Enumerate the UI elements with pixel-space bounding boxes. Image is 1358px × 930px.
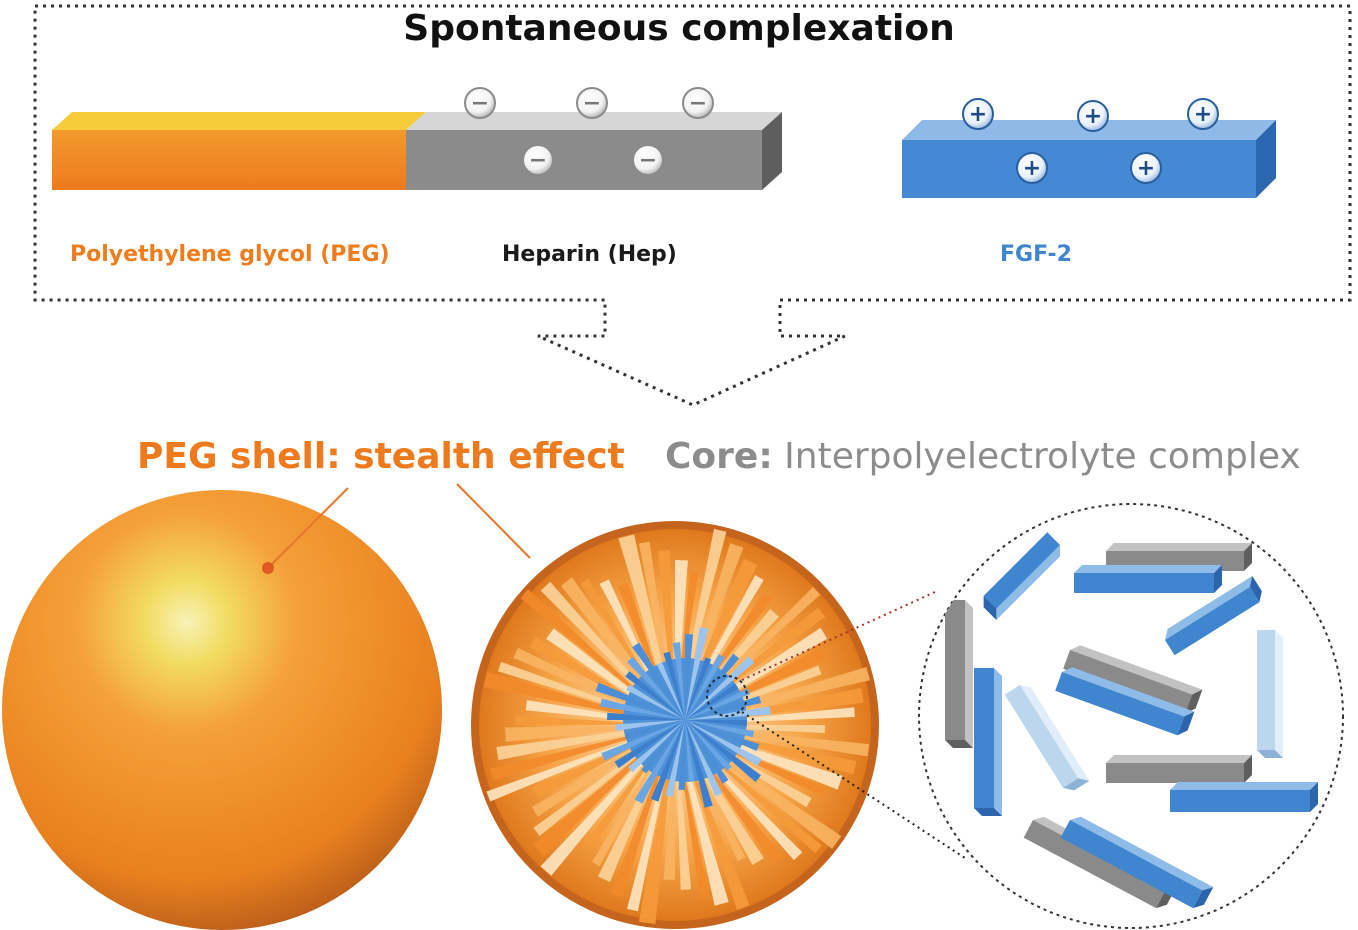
- diagram-title: Spontaneous complexation: [403, 8, 955, 49]
- peg-label: Polyethylene glycol (PEG): [70, 242, 390, 267]
- fgf2-charges: + + + + +: [962, 98, 1219, 184]
- peg-segment: [52, 130, 406, 190]
- fgf2-label: FGF-2: [1000, 242, 1072, 267]
- charge-icon: −: [632, 144, 664, 176]
- fgf2-rod: [1074, 565, 1222, 593]
- heparin-rod: [1106, 755, 1252, 783]
- fgf2-rod: [1165, 575, 1262, 656]
- charge-icon: +: [1187, 98, 1219, 130]
- charge-icon: −: [682, 87, 714, 119]
- fgf2-rod: [1055, 667, 1195, 736]
- fgf2-light-rod: [1004, 685, 1090, 791]
- svg-text:+: +: [1194, 102, 1212, 127]
- charge-icon: −: [576, 87, 608, 119]
- charge-icon: −: [522, 144, 554, 176]
- svg-text:−: −: [583, 91, 601, 116]
- heparin-label: Heparin (Hep): [502, 242, 677, 267]
- peg-heparin-rod: [52, 112, 782, 190]
- svg-text:+: +: [1023, 156, 1041, 181]
- fgf2-light-rod: [1257, 630, 1283, 758]
- core-description: Interpolyelectrolyte complex: [772, 436, 1301, 477]
- svg-text:−: −: [471, 91, 489, 116]
- charge-icon: +: [1077, 100, 1109, 132]
- heparin-rod: [945, 600, 973, 748]
- shell-pointer-line: [269, 487, 349, 567]
- fgf2-rod: [1060, 816, 1214, 909]
- peg-shell-label: PEG shell: stealth effect: [137, 436, 625, 477]
- fgf2-rod: [983, 532, 1060, 620]
- svg-text:−: −: [639, 148, 657, 173]
- core-keyword: Core:: [665, 436, 773, 477]
- charge-icon: −: [464, 87, 496, 119]
- charge-icon: +: [1016, 152, 1048, 184]
- callout-box: [33, 4, 1352, 407]
- heparin-charges: − − − − −: [464, 87, 714, 176]
- micelle-cross-section: [471, 521, 879, 929]
- complex-rods: [945, 532, 1318, 909]
- heparin-segment: [406, 130, 762, 190]
- svg-text:+: +: [969, 102, 987, 127]
- core-label: Core: Interpolyelectrolyte complex: [665, 436, 1301, 477]
- charge-icon: +: [962, 98, 994, 130]
- fgf2-rod: [974, 668, 1002, 816]
- shell-pointer-dot: [262, 562, 274, 574]
- svg-text:−: −: [529, 148, 547, 173]
- core-zoom-marker: [706, 675, 748, 717]
- svg-text:+: +: [1137, 156, 1155, 181]
- shell-pointer-line-2: [456, 483, 531, 559]
- svg-text:−: −: [689, 91, 707, 116]
- fgf2-rod: [1170, 782, 1318, 812]
- charge-icon: +: [1130, 152, 1162, 184]
- svg-text:+: +: [1084, 104, 1102, 129]
- fgf2-rod: [902, 120, 1276, 198]
- heparin-rod: [1063, 645, 1203, 714]
- peg-shell-sphere: [2, 490, 442, 930]
